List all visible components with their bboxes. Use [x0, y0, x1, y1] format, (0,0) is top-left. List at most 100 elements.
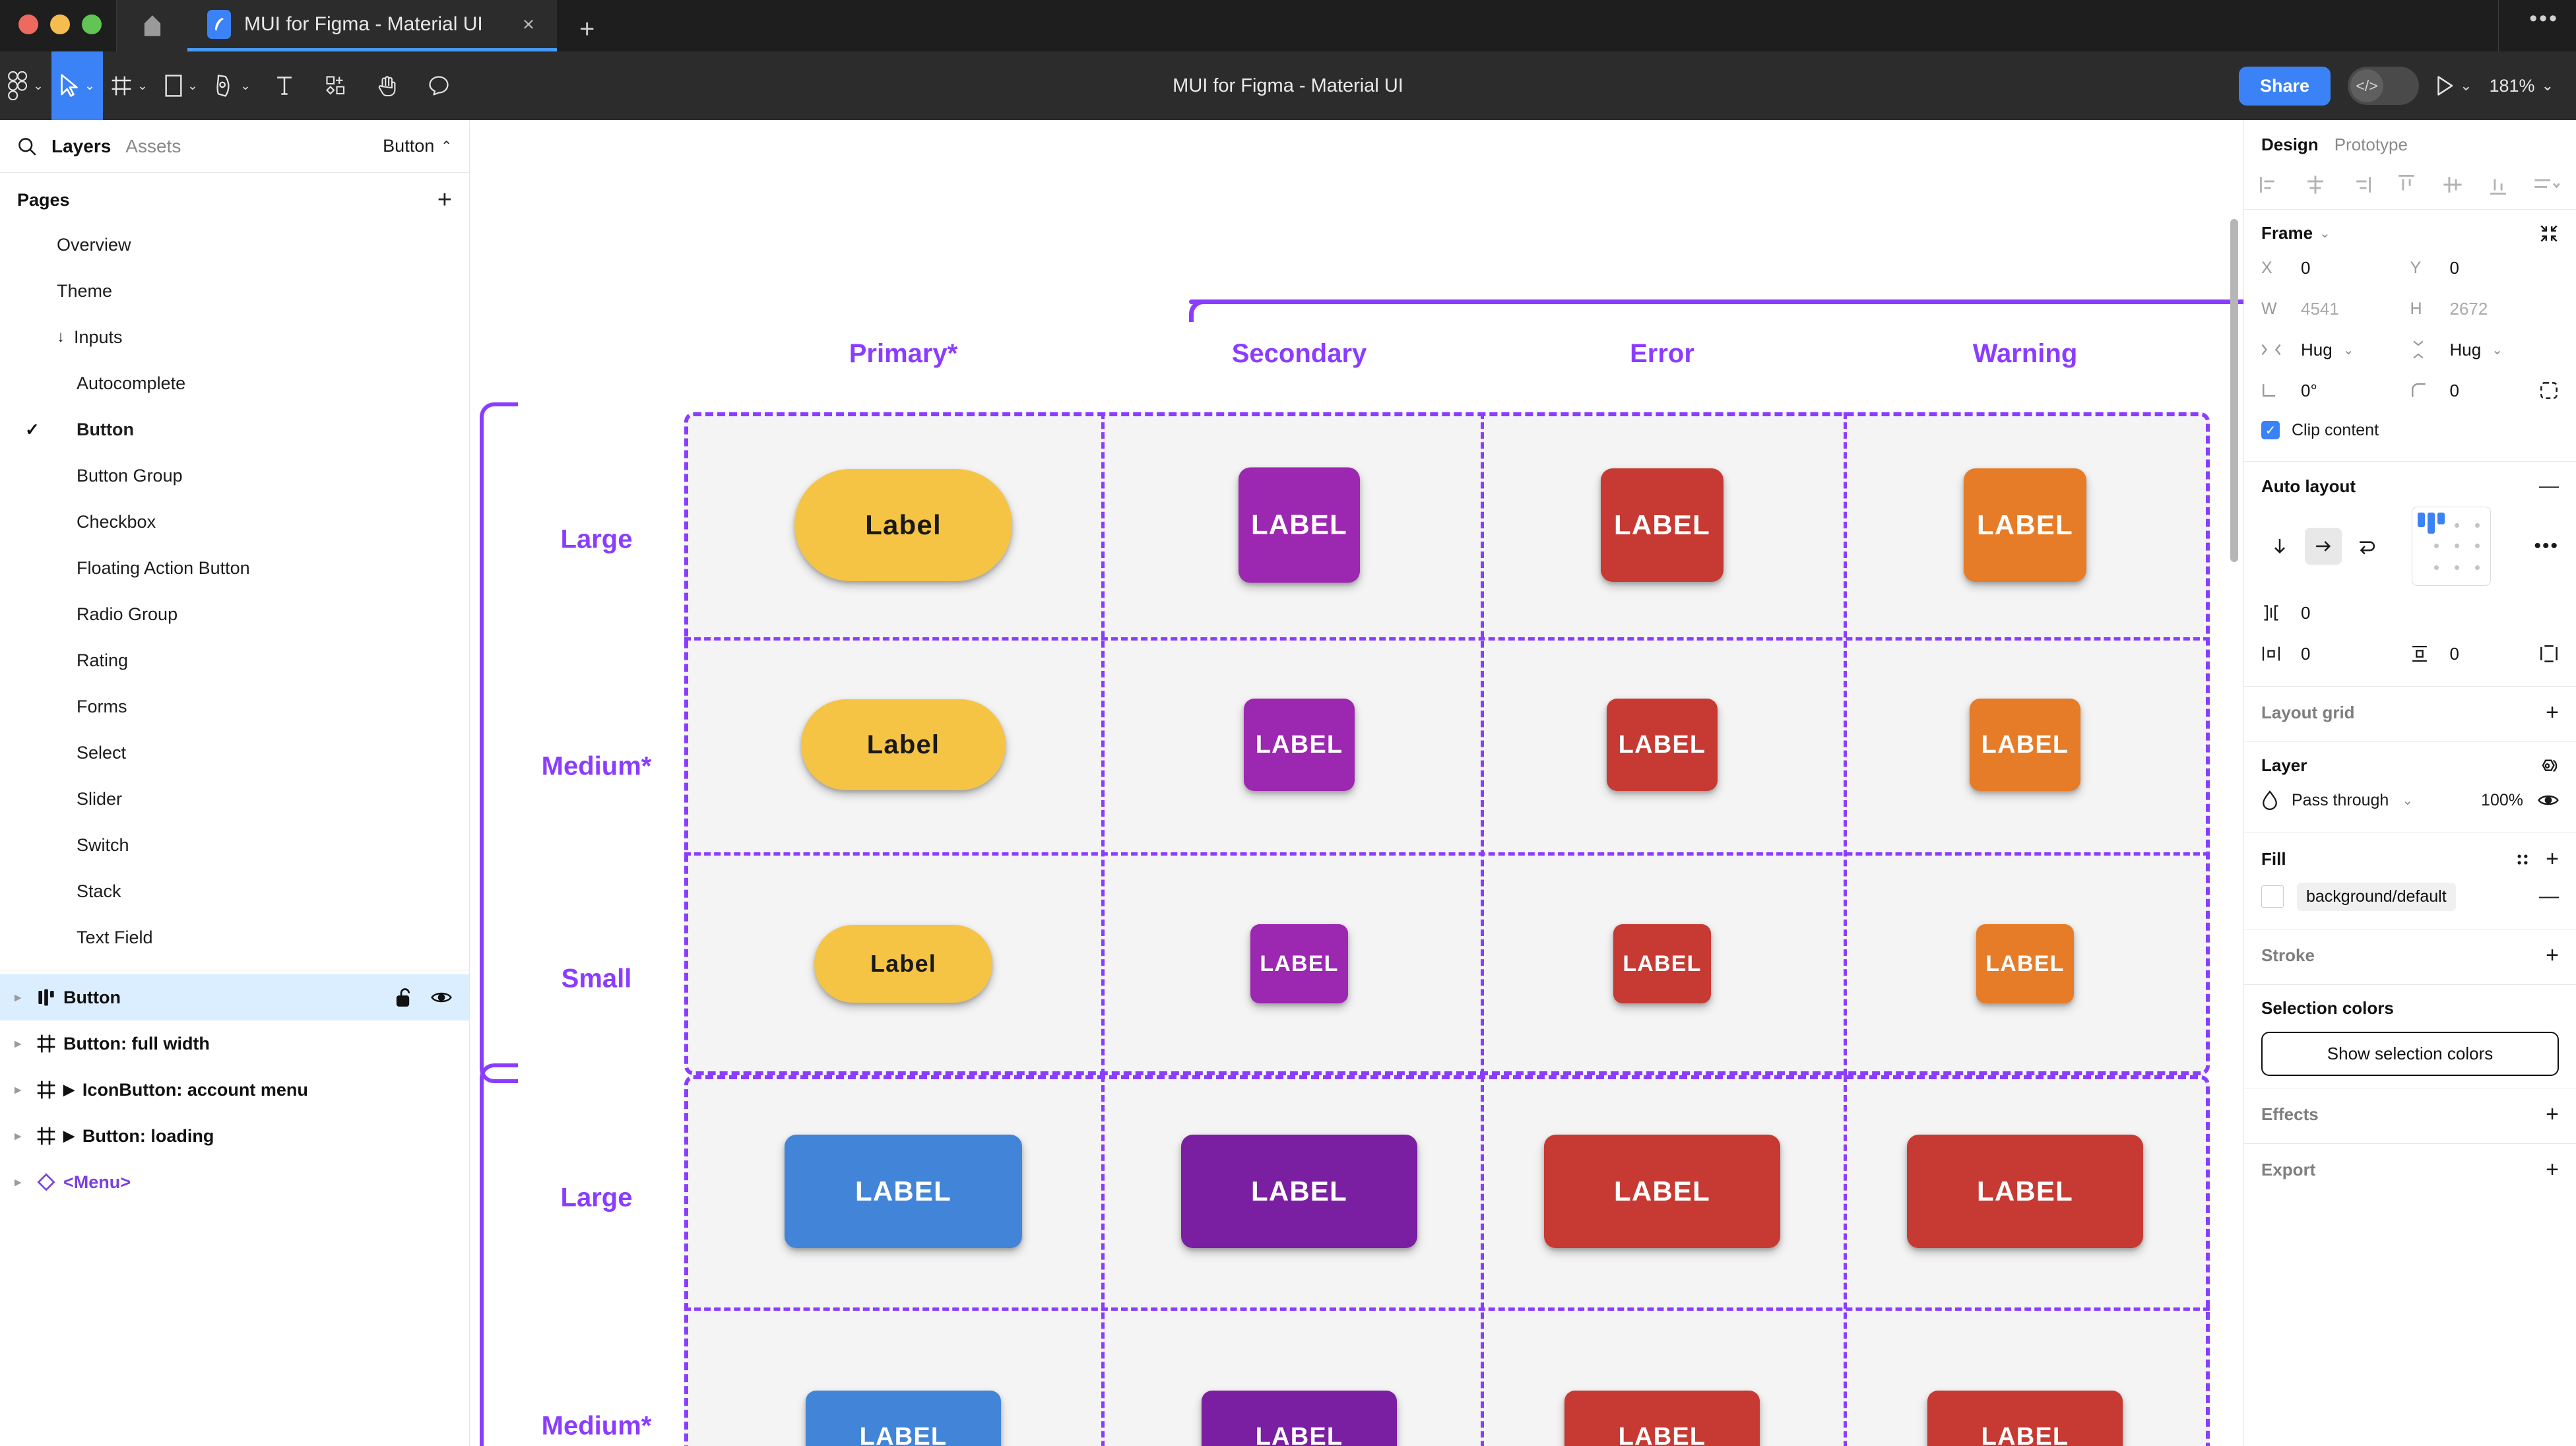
page-item-inputs[interactable]: ↓Inputs [0, 314, 469, 360]
material-button-large[interactable]: LABEL [1544, 1135, 1780, 1248]
eye-icon[interactable] [431, 990, 452, 1005]
material-button-small[interactable]: LABEL [1976, 924, 2074, 1003]
auto-layout-horizontal-button[interactable] [2305, 528, 2342, 565]
layer-row[interactable]: ▸▶IconButton: account menu [0, 1067, 469, 1113]
tab-prototype[interactable]: Prototype [2334, 135, 2408, 154]
eye-icon[interactable] [2538, 792, 2559, 808]
pen-tool[interactable]: ⌄ [207, 51, 259, 120]
tab-layers[interactable]: Layers [51, 135, 112, 156]
frame-rotation-field[interactable]: 0° [2261, 370, 2410, 411]
auto-layout-wrap-button[interactable] [2348, 528, 2385, 565]
material-button-large[interactable]: LABEL [1181, 1135, 1417, 1248]
layer-row[interactable]: ▸▶Button: loading [0, 1113, 469, 1159]
overflow-menu-icon[interactable]: ••• [2529, 5, 2559, 31]
chevron-down-icon[interactable]: ⌄ [2319, 226, 2331, 241]
page-item-overview[interactable]: Overview [0, 222, 469, 268]
frame-hug-height-field[interactable]: Hug ⌄ [2410, 329, 2560, 370]
material-button-large[interactable]: LABEL [1601, 468, 1723, 582]
layer-row[interactable]: ▸Button [0, 974, 469, 1021]
material-button-medium[interactable]: LABEL [1202, 1391, 1397, 1446]
expanded-triangle-icon[interactable]: ▶ [63, 1081, 75, 1098]
layer-row[interactable]: ▸Button: full width [0, 1021, 469, 1067]
fill-style-name[interactable]: background/default [2297, 882, 2456, 911]
shape-tool[interactable]: ⌄ [156, 51, 207, 120]
align-bottom-icon[interactable] [2487, 173, 2509, 196]
auto-layout-padding-h-field[interactable]: 0 [2261, 633, 2410, 674]
browser-tab[interactable]: MUI for Figma - Material UI × [187, 0, 557, 51]
tab-design[interactable]: Design [2261, 135, 2319, 154]
align-right-icon[interactable] [2350, 173, 2372, 196]
blend-mode-row[interactable]: Pass through ⌄ 100% [2261, 780, 2559, 821]
comment-tool[interactable] [413, 51, 465, 120]
resources-tool[interactable] [310, 51, 362, 120]
share-button[interactable]: Share [2239, 66, 2331, 106]
expand-caret-icon[interactable]: ▸ [15, 1083, 21, 1097]
hand-tool[interactable] [362, 51, 413, 120]
material-button-small[interactable]: Label [814, 925, 992, 1003]
clip-content-row[interactable]: ✓ Clip content [2261, 411, 2559, 449]
expand-caret-icon[interactable]: ▸ [15, 1036, 21, 1051]
expanded-triangle-icon[interactable]: ▶ [63, 1127, 75, 1144]
page-item-slider[interactable]: Slider [0, 776, 469, 822]
frame-corner-radius-field[interactable]: 0 [2410, 370, 2560, 411]
add-layout-grid-button[interactable]: + [2546, 700, 2559, 725]
align-top-icon[interactable] [2395, 173, 2418, 196]
minimize-window-button[interactable] [50, 15, 70, 34]
page-item-theme[interactable]: Theme [0, 268, 469, 314]
add-stroke-button[interactable]: + [2546, 943, 2559, 968]
present-button[interactable]: ⌄ [2436, 76, 2472, 96]
distribute-icon[interactable] [2532, 173, 2561, 196]
expand-caret-icon[interactable]: ▸ [15, 990, 21, 1005]
add-export-button[interactable]: + [2546, 1157, 2559, 1182]
dev-mode-toggle[interactable]: </> [2348, 67, 2420, 105]
material-button-medium[interactable]: LABEL [1927, 1391, 2123, 1446]
material-button-medium[interactable]: Label [801, 699, 1006, 790]
maximize-window-button[interactable] [82, 15, 102, 34]
zoom-control[interactable]: 181% ⌄ [2490, 76, 2554, 96]
independent-corners-icon[interactable] [2539, 381, 2559, 400]
page-item-checkbox[interactable]: Checkbox [0, 499, 469, 545]
page-item-rating[interactable]: Rating [0, 637, 469, 683]
canvas-vertical-scrollbar[interactable] [2230, 219, 2238, 562]
add-fill-button[interactable]: + [2546, 846, 2559, 871]
search-icon[interactable] [17, 137, 37, 156]
page-item-text-field[interactable]: Text Field [0, 914, 469, 960]
auto-layout-vertical-button[interactable] [2261, 528, 2298, 565]
frame-tool[interactable]: ⌄ [103, 51, 156, 120]
expand-caret-icon[interactable]: ▸ [15, 1175, 21, 1189]
page-item-select[interactable]: Select [0, 730, 469, 776]
main-menu-button[interactable]: ⌄ [0, 51, 51, 120]
material-button-medium[interactable]: LABEL [1564, 1391, 1760, 1446]
fill-color-swatch[interactable] [2261, 885, 2284, 908]
unlock-icon[interactable] [395, 988, 414, 1007]
chevron-down-icon[interactable]: ⌄ [2492, 342, 2503, 358]
move-tool[interactable]: ⌄ [51, 51, 103, 120]
home-button[interactable] [116, 0, 187, 51]
material-button-medium[interactable]: LABEL [806, 1391, 1001, 1446]
material-button-medium[interactable]: LABEL [1607, 699, 1718, 791]
tab-assets[interactable]: Assets [125, 135, 181, 156]
material-button-large[interactable]: LABEL [785, 1135, 1022, 1248]
material-button-medium[interactable]: LABEL [1244, 699, 1355, 791]
chevron-down-icon[interactable]: ⌄ [2342, 342, 2354, 358]
frame-height-field[interactable]: H 2672 [2410, 288, 2560, 329]
material-button-large[interactable]: LABEL [1239, 467, 1360, 582]
align-vertical-center-icon[interactable] [2441, 173, 2464, 196]
layer-style-icon[interactable] [2539, 756, 2559, 776]
figma-canvas[interactable]: Contained Primary*SecondaryErrorWarningL… [470, 120, 2243, 1446]
styles-icon[interactable] [2514, 851, 2531, 868]
layer-opacity-value[interactable]: 100% [2481, 790, 2523, 809]
new-tab-button[interactable]: + [579, 15, 595, 44]
remove-auto-layout-button[interactable]: — [2539, 475, 2559, 497]
align-left-icon[interactable] [2259, 173, 2281, 196]
show-selection-colors-button[interactable]: Show selection colors [2261, 1032, 2559, 1076]
page-item-forms[interactable]: Forms [0, 683, 469, 730]
page-item-radio-group[interactable]: Radio Group [0, 591, 469, 637]
page-item-button[interactable]: ✓Button [0, 406, 469, 453]
material-button-medium[interactable]: LABEL [1970, 699, 2080, 791]
material-button-small[interactable]: LABEL [1613, 924, 1711, 1003]
frame-y-field[interactable]: Y 0 [2410, 247, 2560, 288]
material-button-small[interactable]: LABEL [1250, 924, 1348, 1003]
frame-x-field[interactable]: X 0 [2261, 247, 2410, 288]
close-tab-icon[interactable]: × [522, 13, 534, 36]
